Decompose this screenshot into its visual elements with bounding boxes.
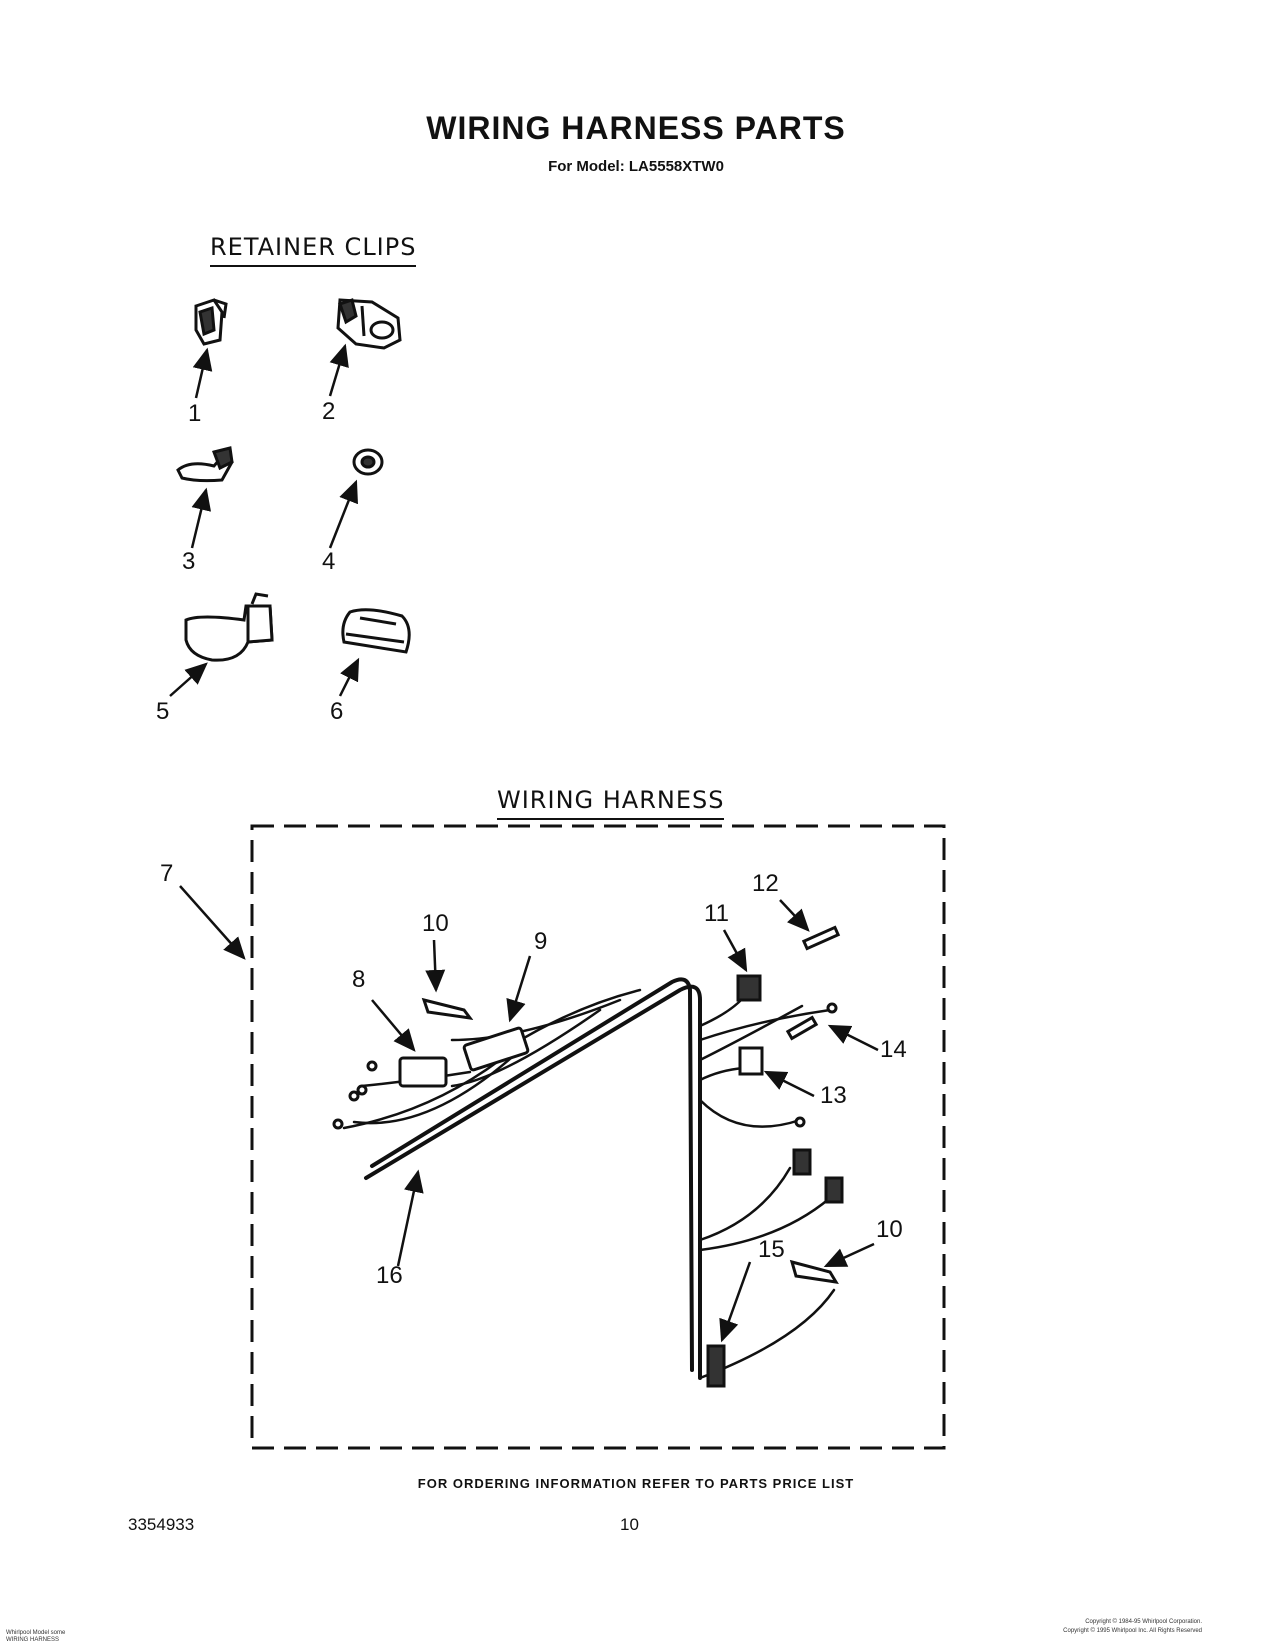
footer-left-line-1: Whirlpool Model some xyxy=(6,1630,66,1636)
callout-10-upper: 10 xyxy=(422,910,449,937)
connector-13 xyxy=(738,1046,764,1076)
leader-5 xyxy=(169,662,208,697)
leader-7 xyxy=(179,885,246,960)
leader-10a xyxy=(425,939,446,993)
leader-4 xyxy=(328,479,358,549)
retainer-clip-5-part xyxy=(184,592,274,662)
document-number: 3354933 xyxy=(128,1515,195,1534)
leader-12 xyxy=(779,899,810,932)
leader-3 xyxy=(190,487,212,549)
connector-15 xyxy=(706,1344,726,1388)
callout-1: 1 xyxy=(188,400,202,427)
leader-8 xyxy=(371,999,416,1052)
connectors xyxy=(332,925,844,1388)
callout-14: 14 xyxy=(880,1036,907,1063)
retainer-clip-3-part xyxy=(176,446,234,483)
copyright-line-2: Copyright © 1995 Whirlpool Inc. All Righ… xyxy=(1063,1628,1202,1634)
leader-9 xyxy=(506,955,532,1023)
callout-16: 16 xyxy=(376,1262,403,1289)
connector-block-a xyxy=(792,1148,812,1176)
wiring-harness-part xyxy=(342,977,836,1380)
copyright-line-1: Copyright © 1984-95 Whirlpool Corporatio… xyxy=(1085,1619,1202,1625)
leader-2 xyxy=(328,343,349,397)
terminal-12 xyxy=(801,925,841,951)
callout-10-lower: 10 xyxy=(876,1216,903,1243)
terminal-10b xyxy=(789,1259,839,1284)
leader-13 xyxy=(763,1070,815,1098)
callout-6: 6 xyxy=(330,698,344,725)
connector-9 xyxy=(462,1026,530,1072)
callout-5: 5 xyxy=(156,698,170,725)
connector-8 xyxy=(398,1056,448,1088)
retainer-clip-2-part xyxy=(336,298,402,350)
connector-11 xyxy=(736,974,762,1002)
page-title: WIRING HARNESS PARTS xyxy=(426,110,846,146)
terminal-10a xyxy=(421,997,474,1020)
callout-2: 2 xyxy=(322,398,336,425)
copyright-text: Copyright © 1984-95 Whirlpool Corporatio… xyxy=(1063,1618,1202,1636)
leader-1 xyxy=(192,347,213,399)
terminal-14 xyxy=(785,1015,819,1041)
leader-15 xyxy=(719,1261,752,1343)
retainer-clip-1-part xyxy=(194,298,228,346)
callout-8: 8 xyxy=(352,966,366,993)
retainer-clip-6-part xyxy=(341,608,411,654)
callout-4: 4 xyxy=(322,548,336,575)
callout-9: 9 xyxy=(534,928,548,955)
footer-left-text: Whirlpool Model some WIRING HARNESS xyxy=(6,1630,65,1644)
retainer-clips-heading: RETAINER CLIPS xyxy=(210,233,417,267)
page-number: 10 xyxy=(620,1515,639,1534)
ordering-note: FOR ORDERING INFORMATION REFER TO PARTS … xyxy=(417,1476,855,1491)
model-subtitle: For Model: LA5558XTW0 xyxy=(548,158,724,175)
callout-13: 13 xyxy=(820,1082,847,1109)
leader-14 xyxy=(827,1024,879,1052)
callout-7: 7 xyxy=(160,860,174,887)
harness-frame xyxy=(250,824,946,1450)
leader-10b xyxy=(823,1242,875,1268)
leader-16 xyxy=(396,1169,424,1267)
callout-3: 3 xyxy=(182,548,196,575)
wiring-harness-heading: WIRING HARNESS xyxy=(497,786,725,820)
connector-block-b xyxy=(824,1176,844,1204)
callout-12: 12 xyxy=(752,870,779,897)
leader-11 xyxy=(722,929,748,973)
retainer-clip-4-part xyxy=(352,448,384,476)
footer-left-line-2: WIRING HARNESS xyxy=(6,1637,60,1643)
leader-6 xyxy=(338,657,360,697)
callout-15: 15 xyxy=(758,1236,785,1263)
callout-11: 11 xyxy=(704,900,729,927)
